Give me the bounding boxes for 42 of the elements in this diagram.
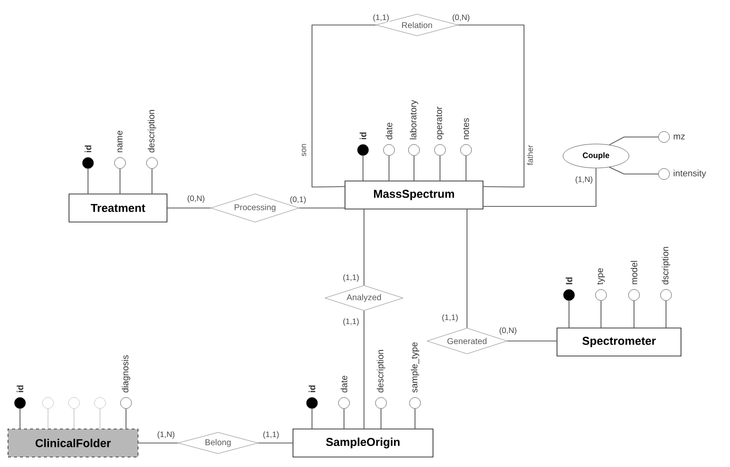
connector-line [608,136,659,146]
attribute-label: dscription [662,247,670,284]
connector-line [388,155,390,181]
attribute-circle [94,397,106,409]
attribute-label: id [16,385,24,392]
entity-box: SampleOrigin [292,428,434,458]
connector-line [600,300,602,328]
attribute-label: id [308,385,316,392]
attribute-label: notes [463,118,469,140]
attribute-label: Id [566,277,572,284]
connector-line [258,442,293,444]
connector-line [414,408,416,429]
attribute-label: id [84,145,92,152]
connector-line [608,166,659,174]
connector-line [380,408,382,429]
attribute-label: diagnosis [122,355,130,392]
connector-line [466,209,468,328]
attribute-label: description [148,110,156,152]
connector-line [138,442,178,444]
attribute-label: model [630,260,638,284]
attribute-label: laboratory [410,100,418,140]
attribute-label: type [597,268,605,285]
attribute-label: date [340,376,348,392]
entity-box: Treatment [68,194,168,222]
attribute-label: operator [436,106,444,140]
attribute-label: name [118,130,122,152]
connector-line [362,155,364,181]
attribute-label: id [360,132,366,140]
entity-box: Spectrometer [556,328,682,356]
attribute-circle [42,397,54,409]
attribute-label: sample_type [410,342,420,393]
connector-line [312,24,376,188]
attribute-label: intensity [674,170,706,178]
entity-box: MassSpectrum [344,180,484,210]
attribute-label: description [376,350,386,392]
connector-line [506,340,557,342]
connector-line [568,300,570,328]
entity-box: ClinicalFolder [8,428,138,458]
connector-line [458,24,524,188]
attribute-circle [68,397,80,409]
attribute-label: date [386,122,392,140]
attribute-label: mz [674,134,685,140]
